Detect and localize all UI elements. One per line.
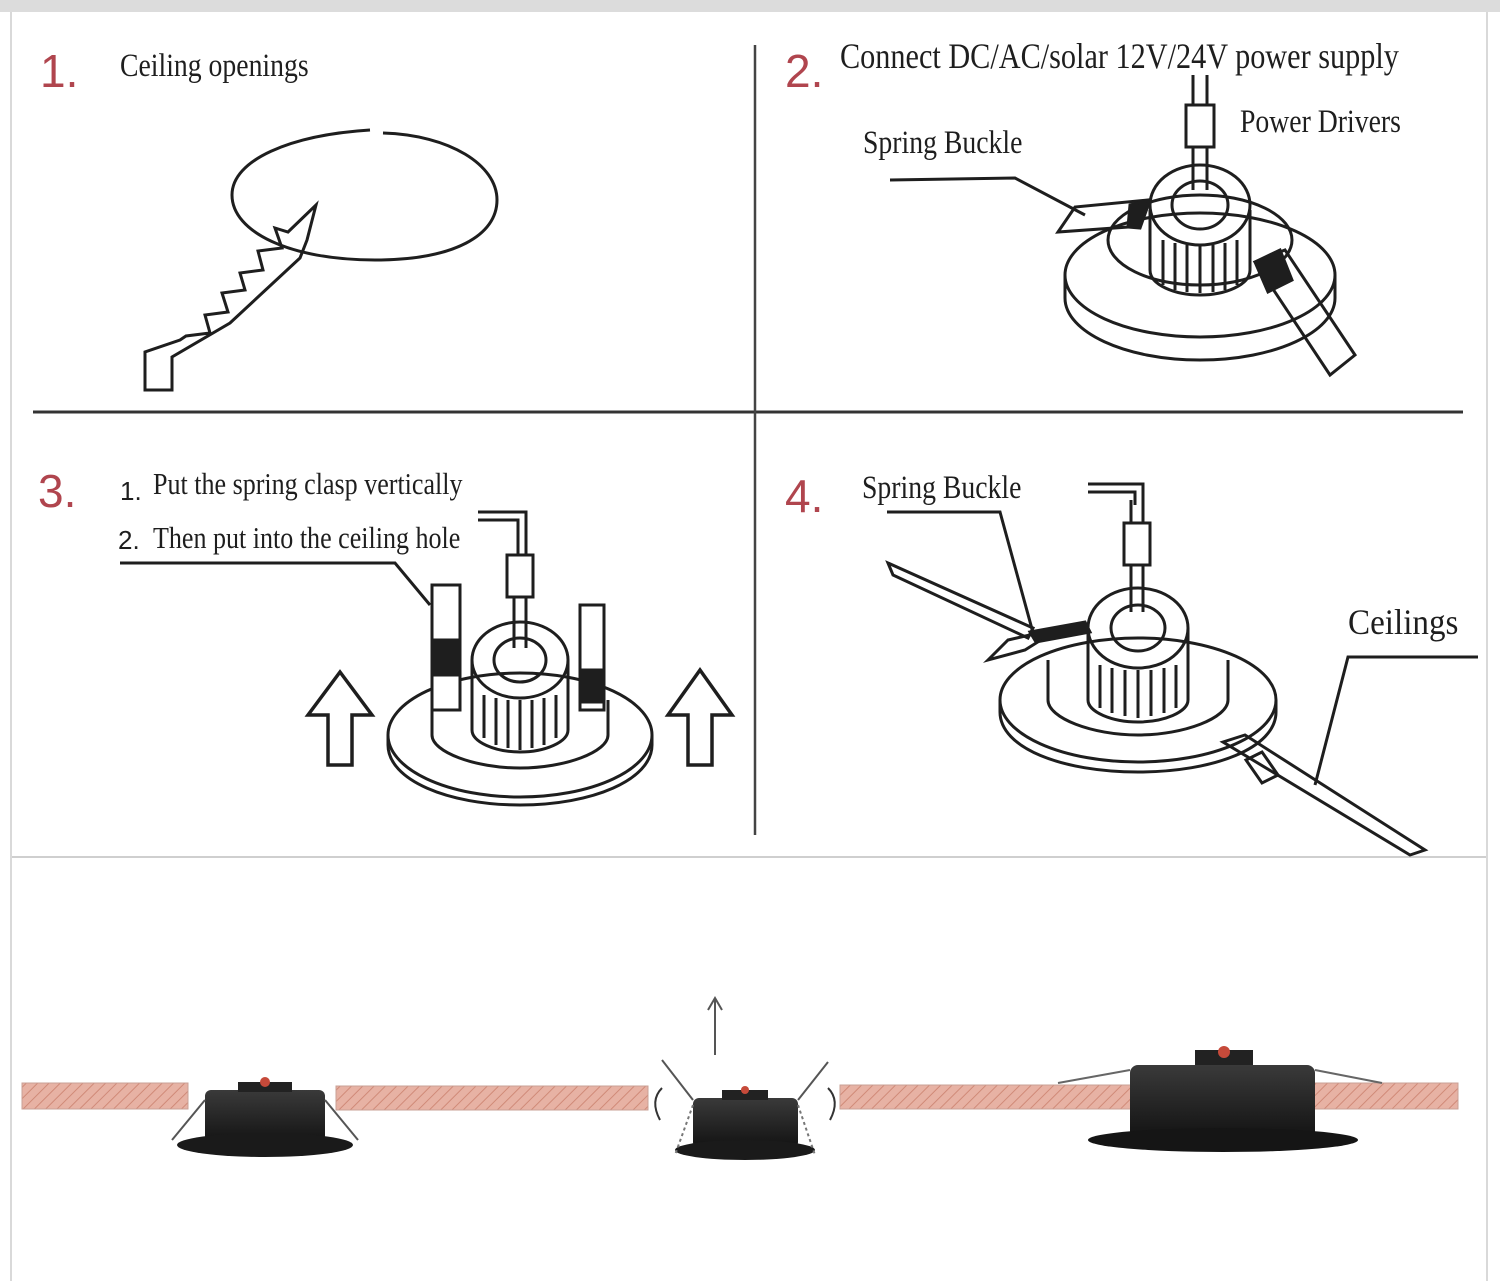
arrow-up-icon: [304, 669, 376, 767]
ceiling-board-row: [21, 1082, 1459, 1111]
left-border: [10, 12, 12, 1281]
step-number-4: 4.: [785, 470, 824, 522]
right-border: [1486, 12, 1488, 1281]
step-title-1: Ceiling openings: [120, 48, 309, 84]
label-power-drivers: Power Drivers: [1240, 104, 1401, 140]
step-number-2: 2.: [785, 45, 824, 97]
substep-number-2: 2.: [118, 525, 140, 555]
downlight-photo-2: [654, 996, 836, 1160]
step-number-3: 3.: [38, 465, 77, 517]
downlight-icon: [889, 75, 1358, 378]
downlight-icon: [120, 510, 654, 807]
substep-text-2: Then put into the ceiling hole: [153, 520, 461, 555]
substep-number-1: 1.: [120, 476, 142, 506]
label-spring-buckle-4: Spring Buckle: [862, 470, 1022, 506]
downlight-photo-1: [171, 1077, 359, 1157]
downlight-photo-3: [1057, 1046, 1383, 1152]
step-number-1: 1.: [40, 45, 79, 97]
downlight-icon: [885, 482, 1478, 857]
top-border: [0, 0, 1500, 12]
arrow-up-icon: [664, 666, 736, 767]
step-title-2: Connect DC/AC/solar 12V/24V power supply: [840, 36, 1399, 76]
saw-icon: [143, 128, 499, 392]
substep-text-1: Put the spring clasp vertically: [153, 466, 463, 501]
label-ceilings: Ceilings: [1348, 602, 1459, 642]
label-spring-buckle-2: Spring Buckle: [863, 125, 1023, 161]
